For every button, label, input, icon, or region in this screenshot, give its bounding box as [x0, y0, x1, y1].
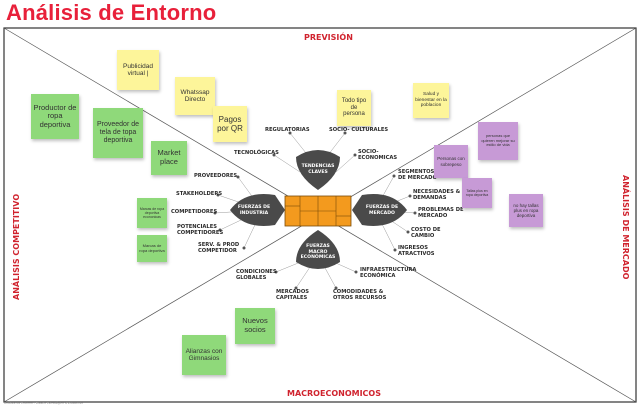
label-competidores: COMPETIDORES [171, 209, 218, 215]
edge-label-analisis-mercado: ANÁLISIS DE MERCADO [621, 175, 630, 280]
sticky-note-no-hay-tallas[interactable]: no hay tallas plus en ropa deportiva [509, 194, 543, 227]
label-costo-cambio: COSTO DE CAMBIO [411, 227, 441, 239]
sticky-note-pagos-qr[interactable]: Pagos por QR [213, 106, 247, 142]
fuerzas-industria-label: FUERZAS DE INDUSTRIA [237, 205, 271, 216]
edge-label-macroeconomicos: MACROECONOMICOS [287, 389, 381, 398]
edge-label-analisis-competitivo: ANÁLISIS COMPETITIVO [12, 193, 21, 300]
footer-caption: Análisis de Entorno - Diseño Estratégico… [4, 401, 84, 405]
label-regulatorias: REGULATORIAS [265, 127, 310, 133]
label-segmentos-mercado: SEGMENTOS DE MERCADO [398, 169, 437, 181]
sticky-note-personas-sobrepeso[interactable]: Personas con sobrepeso [434, 145, 468, 178]
sticky-note-publicidad[interactable]: Publicidad virtual | [117, 50, 159, 90]
edge-label-prevision: PREVISIÓN [304, 33, 353, 42]
tendencias-shape [296, 150, 340, 190]
label-proveedores: PROVEEDORES [194, 173, 238, 179]
sticky-note-productor[interactable]: Productor de ropa deportiva [31, 94, 79, 139]
sticky-note-mejorar-estilo[interactable]: personas que quieren mejorar su estilo d… [478, 122, 518, 160]
sticky-note-salud[interactable]: Salud y bienestar en la poblacion [413, 83, 449, 118]
label-infraestructura-economica: INFRAESTRUCTURA ECONÓMICA [360, 267, 417, 279]
label-ingresos-atractivos: INGRESOS ATRACTIVOS [398, 245, 435, 257]
label-necesidades-demandas: NECESIDADES & DEMANDAS [413, 189, 461, 201]
label-stakeholders: STAKEHOLDERS [176, 191, 223, 197]
label-mercados-capitales: MERCADOS CAPITALES [276, 289, 309, 301]
industria-shape [230, 194, 285, 226]
label-condiciones-globales: CONDICIONES GLOBALES [236, 269, 277, 281]
sticky-note-marcas-deportiva[interactable]: Marcas de ropa deportiva [137, 235, 167, 262]
center-grid [284, 195, 352, 227]
label-socio-economicas: SOCIO- ECONOMICAS [358, 149, 398, 161]
macro-shape [296, 230, 340, 269]
label-potenciales-competidores: POTENCIALES COMPETIDORES [177, 224, 224, 236]
tendencias-claves-label: TENDENCIAS CLAVES [301, 164, 335, 175]
sticky-note-market-place[interactable]: Market place [151, 141, 187, 175]
sticky-note-marcas-economicas[interactable]: Marcas de ropa deportiva econonicas [137, 198, 167, 228]
fuerzas-macro-label: FUERZAS MACRO ECONÓMICAS [300, 244, 336, 260]
sticky-note-nuevos-socios[interactable]: Nuevos socios [235, 308, 275, 344]
sticky-note-proveedor-tela[interactable]: Proveedor de tela de topa deportiva [93, 108, 143, 158]
mercado-shape [352, 194, 407, 226]
label-socio-culturales: SOCIO- CULTURALES [329, 127, 389, 133]
sticky-note-tallas-plus[interactable]: Tallas plus en ropa deportiva [462, 178, 492, 208]
sticky-note-whatsapp[interactable]: Whatssap Directo [175, 77, 215, 115]
fuerzas-mercado-label: FUERZAS DE MERCADO [365, 205, 399, 216]
label-comodidades-recursos: COMODIDADES & OTROS RECURSOS [333, 289, 387, 301]
label-serv-prod-competidor: SERV. & PROD COMPETIDOR [198, 242, 240, 254]
page-title: Análisis de Entorno [6, 0, 217, 25]
label-problemas-mercado: PROBLEMAS DE MERCADO [418, 207, 464, 219]
sticky-note-alianzas[interactable]: Alianzas con Gimnasios [182, 335, 226, 375]
sticky-note-todo-tipo[interactable]: Todo tipo de persona [337, 90, 371, 126]
label-tecnologicas: TECNOLÓGICAS [234, 150, 279, 156]
